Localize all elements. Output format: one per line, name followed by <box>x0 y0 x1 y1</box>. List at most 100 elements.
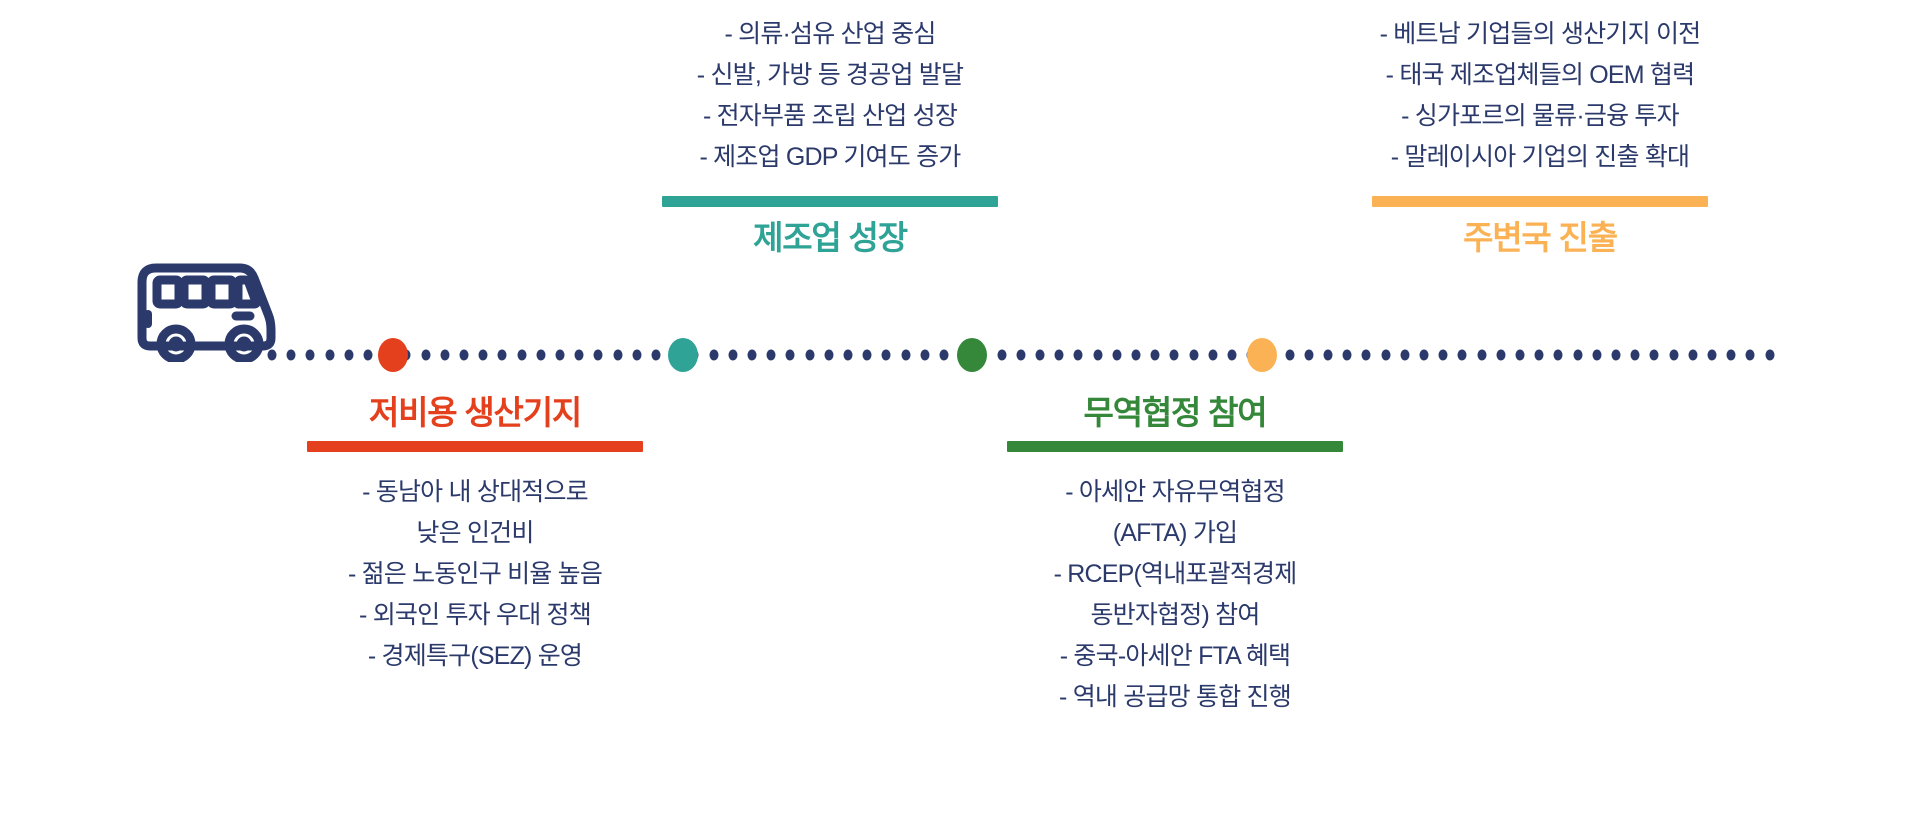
node-lowcost[interactable] <box>377 338 408 372</box>
timeline-tick-dot <box>555 349 565 361</box>
timeline-tick-dot <box>1016 349 1026 361</box>
timeline-tick-dot <box>1726 349 1736 361</box>
timeline-tick-dot <box>344 349 354 361</box>
timeline-tick-dot <box>997 349 1007 361</box>
list-item: - 외국인 투자 우대 정책 <box>359 601 592 630</box>
timeline-tick-dot <box>1169 349 1179 361</box>
timeline-tick-dot <box>766 349 776 361</box>
section-neighbors: - 베트남 기업들의 생산기지 이전- 태국 제조업체들의 OEM 협력- 싱가… <box>1270 14 1810 258</box>
list-item: - 태국 제조업체들의 OEM 협력 <box>1385 61 1695 89</box>
list-item: - 동남아 내 상대적으로 <box>362 478 589 507</box>
timeline-tick-dot <box>325 349 335 361</box>
timeline-tick-dot <box>1534 349 1544 361</box>
timeline-tick-dot <box>1054 349 1064 361</box>
section-lowcost-underline <box>307 441 643 453</box>
timeline-tick-dot <box>1112 349 1122 361</box>
timeline-tick-dot <box>1227 349 1237 361</box>
timeline-tick-dot <box>881 349 891 361</box>
list-item: - 역내 공급망 통합 진행 <box>1059 683 1292 712</box>
timeline-tick-dot <box>1592 349 1602 361</box>
timeline-tick-dot <box>1611 349 1621 361</box>
timeline-tick-dot <box>651 349 661 361</box>
list-item: - 의류·섬유 산업 중심 <box>724 20 936 48</box>
list-item: - RCEP(역내포괄적경제 <box>1053 560 1298 589</box>
timeline-tick-dot <box>1189 349 1199 361</box>
timeline-tick-dot <box>1208 349 1218 361</box>
section-lowcost-title: 저비용 생산기지 <box>368 394 582 431</box>
section-trade-underline <box>1007 441 1343 453</box>
timeline-tick-dot <box>267 349 277 361</box>
timeline-tick-dot <box>1323 349 1333 361</box>
timeline-tick-dot <box>613 349 623 361</box>
timeline-tick-dot <box>920 349 930 361</box>
timeline-tick-dot <box>709 349 719 361</box>
timeline-tick-dot <box>1745 349 1755 361</box>
list-item: (AFTA) 가입 <box>1112 519 1238 548</box>
timeline-tick-dot <box>497 349 507 361</box>
timeline-tick-dot <box>939 349 949 361</box>
node-manufacturing[interactable] <box>667 338 698 372</box>
list-item: - 싱가포르의 물류·금융 투자 <box>1401 102 1680 130</box>
timeline-tick-dot <box>363 349 373 361</box>
timeline-tick-dot <box>1496 349 1506 361</box>
timeline-tick-dot <box>1477 349 1487 361</box>
timeline-tick-dot <box>728 349 738 361</box>
timeline-tick-dot <box>1073 349 1083 361</box>
node-trade[interactable] <box>956 338 987 372</box>
section-neighbors-underline <box>1372 196 1708 207</box>
section-manufacturing: - 의류·섬유 산업 중심 - 신발, 가방 등 경공업 발달 - 전자부품 조립 … <box>560 14 1100 258</box>
section-trade: 무역협정 참여- 아세안 자유무역협정(AFTA) 가입- RCEP(역내포괄적… <box>905 392 1445 718</box>
timeline-tick-dot <box>1285 349 1295 361</box>
timeline-tick-dot <box>1419 349 1429 361</box>
section-manufacturing-list: - 의류·섬유 산업 중심 - 신발, 가방 등 경공업 발달 - 전자부품 조립 … <box>560 14 1100 178</box>
timeline-tick-dot <box>824 349 834 361</box>
timeline-tick-dot <box>286 349 296 361</box>
timeline-tick-dot <box>478 349 488 361</box>
section-manufacturing-title: 제조업 성장 <box>753 219 908 256</box>
timeline-tick-dot <box>1457 349 1467 361</box>
timeline-tick-dot <box>1304 349 1314 361</box>
timeline-tick-dot <box>1553 349 1563 361</box>
timeline-tick-dot <box>1400 349 1410 361</box>
timeline-tick-dot <box>574 349 584 361</box>
list-item: - 중국-아세안 FTA 혜택 <box>1059 642 1291 671</box>
list-item: 동반자협정) 참여 <box>1090 601 1260 630</box>
timeline-tick-dot <box>459 349 469 361</box>
timeline-tick-dot <box>1093 349 1103 361</box>
list-item: - 경제특구(SEZ) 운영 <box>367 642 583 671</box>
timeline-tick-dot <box>1515 349 1525 361</box>
timeline-tick-dot <box>1150 349 1160 361</box>
list-item: - 제조업 GDP 기여도 증가 <box>699 143 961 171</box>
list-item: - 신발, 가방 등 경공업 발달 <box>696 61 964 89</box>
bus-icon <box>132 252 284 364</box>
list-item: - 전자부품 조립 산업 성장 <box>702 102 958 130</box>
list-item: 낮은 인건비 <box>416 519 534 548</box>
timeline-tick-dot <box>593 349 603 361</box>
timeline-tick-dot <box>862 349 872 361</box>
timeline-tick-dot <box>305 349 315 361</box>
timeline-tick-dot <box>901 349 911 361</box>
section-trade-title: 무역협정 참여 <box>1083 394 1268 431</box>
node-neighbors[interactable] <box>1247 338 1278 372</box>
timeline-axis <box>267 338 1788 372</box>
timeline-tick-dot <box>632 349 642 361</box>
timeline-tick-dot <box>843 349 853 361</box>
timeline-tick-dot <box>1669 349 1679 361</box>
timeline-tick-dot <box>536 349 546 361</box>
section-neighbors-list: - 베트남 기업들의 생산기지 이전- 태국 제조업체들의 OEM 협력- 싱가… <box>1270 14 1810 178</box>
timeline-tick-dot <box>1131 349 1141 361</box>
timeline-tick-dot <box>1035 349 1045 361</box>
timeline-tick-dot <box>1438 349 1448 361</box>
timeline-tick-dot <box>747 349 757 361</box>
timeline-tick-dot <box>421 349 431 361</box>
timeline-tick-dot <box>1688 349 1698 361</box>
timeline-tick-dot <box>517 349 527 361</box>
timeline-tick-dot <box>1342 349 1352 361</box>
section-neighbors-title: 주변국 진출 <box>1463 219 1618 256</box>
timeline-tick-dot <box>1573 349 1583 361</box>
timeline-tick-dot <box>805 349 815 361</box>
